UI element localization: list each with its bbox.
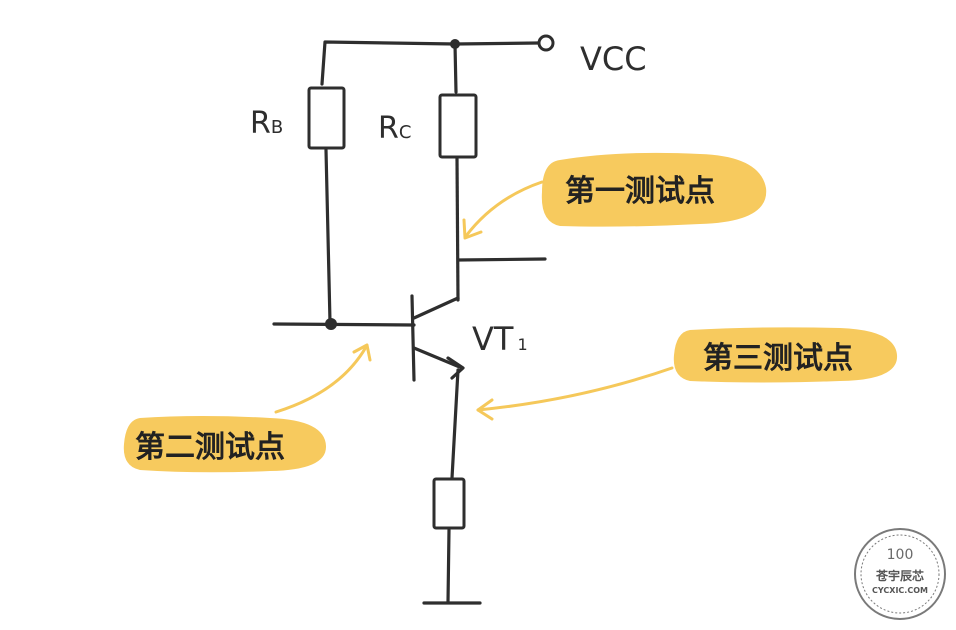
rc-label: RC (378, 111, 411, 146)
watermark-stamp: 100 苍宇辰芯 CYCXIC.COM (854, 528, 946, 620)
arrow-first (462, 180, 544, 240)
base-wire (272, 318, 416, 330)
resistor-re (432, 368, 466, 604)
resistor-rb (307, 86, 346, 324)
arrow-third (476, 366, 674, 421)
test-point-second-label: 第二测试点 (135, 430, 285, 465)
watermark-name: 苍宇辰芯 (875, 568, 924, 583)
watermark-site: CYCXIC.COM (872, 586, 928, 595)
test-point-first: 第一测试点 (541, 152, 767, 227)
test-point-third: 第三测试点 (673, 327, 898, 383)
rb-label: RB (250, 106, 283, 141)
test-point-third-label: 第三测试点 (703, 341, 853, 376)
transistor-vt1 (410, 294, 465, 382)
junction-dot-base (325, 318, 337, 330)
test-point-second: 第二测试点 (123, 416, 327, 473)
vcc-label: VCC (580, 40, 647, 78)
resistor-rc (438, 42, 547, 302)
watermark-percent: 100 (887, 547, 914, 563)
arrow-second (274, 343, 372, 414)
test-point-first-label: 第一测试点 (565, 174, 715, 209)
vcc-terminal (537, 34, 555, 52)
vcc-rail (320, 34, 555, 86)
